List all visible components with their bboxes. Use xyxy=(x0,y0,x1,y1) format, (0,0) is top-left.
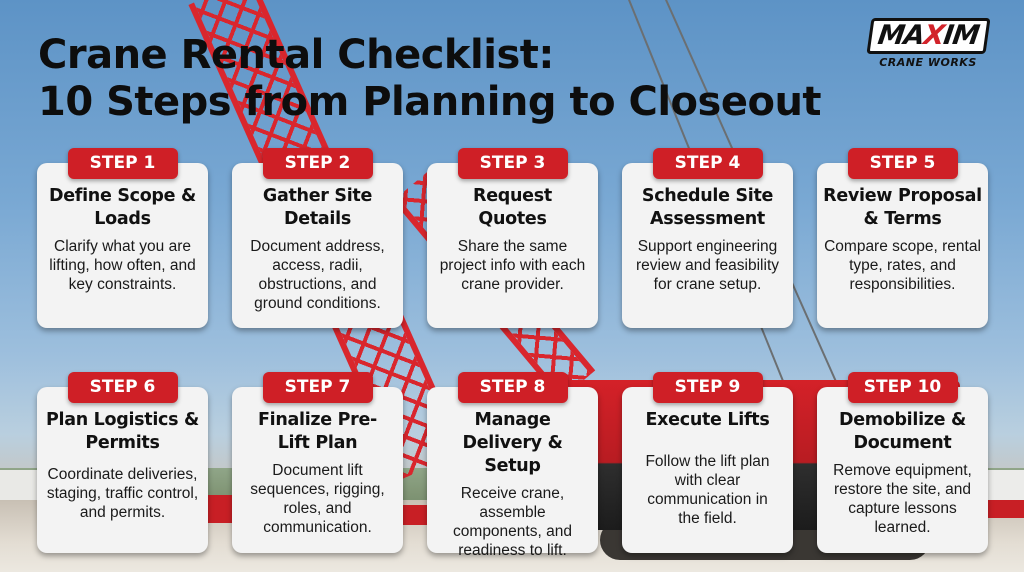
red-barrier xyxy=(403,505,427,525)
step-card-1: STEP 1 Define Scope & Loads Clarify what… xyxy=(37,148,208,328)
step-title: Demobilize & Document xyxy=(839,410,966,453)
step-card-5: STEP 5 Review Proposal & Terms Compare s… xyxy=(817,148,988,328)
maxim-logo: MAXIM CRANE WORKS xyxy=(852,18,1004,70)
step-description: Clarify what you are lifting, how often,… xyxy=(49,238,196,293)
red-barrier xyxy=(988,500,1024,518)
step-badge: STEP 5 xyxy=(847,148,958,179)
step-title: Review Proposal & Terms xyxy=(823,186,982,229)
step-description: Share the same project info with each cr… xyxy=(439,238,586,293)
step-badge: STEP 3 xyxy=(457,148,568,179)
step-title: Gather Site Details xyxy=(262,186,373,229)
step-badge: STEP 4 xyxy=(652,148,763,179)
step-description: Support engineering review and feasibili… xyxy=(635,238,779,293)
step-card-3: STEP 3 Request Quotes Share the same pro… xyxy=(427,148,598,328)
building-left xyxy=(0,470,40,500)
step-card-9: STEP 9 Execute Lifts Follow the lift pla… xyxy=(622,372,793,553)
step-badge: STEP 9 xyxy=(652,372,763,403)
step-title: Manage Delivery & Setup xyxy=(462,410,563,476)
step-badge: STEP 1 xyxy=(67,148,178,179)
step-badge: STEP 6 xyxy=(67,372,178,403)
step-card-4: STEP 4 Schedule Site Assessment Support … xyxy=(622,148,793,328)
step-badge: STEP 7 xyxy=(262,372,373,403)
step-badge: STEP 10 xyxy=(847,372,958,403)
step-title: Plan Logistics & Permits xyxy=(45,410,199,453)
step-title: Define Scope & Loads xyxy=(49,186,196,229)
logo-im: IM xyxy=(941,20,981,51)
step-description: Document lift sequences, rigging, roles,… xyxy=(250,462,385,536)
step-card-7: STEP 7 Finalize Pre-Lift Plan Document l… xyxy=(232,372,403,553)
step-description: Follow the lift plan with clear communic… xyxy=(645,453,770,527)
step-description: Document address, access, radii, obstruc… xyxy=(250,238,385,312)
step-description: Receive crane, assemble components, and … xyxy=(453,485,572,559)
page-title: Crane Rental Checklist: 10 Steps from Pl… xyxy=(38,32,822,126)
title-line-1: Crane Rental Checklist: xyxy=(38,32,554,78)
logo-wordmark: MAXIM xyxy=(866,18,990,54)
logo-ma: MA xyxy=(875,20,926,51)
step-title: Schedule Site Assessment xyxy=(641,186,774,229)
logo-subtitle: CRANE WORKS xyxy=(879,56,977,69)
step-card-10: STEP 10 Demobilize & Document Remove equ… xyxy=(817,372,988,553)
step-title: Execute Lifts xyxy=(645,410,770,430)
title-line-2: 10 Steps from Planning to Closeout xyxy=(38,79,822,125)
step-title: Request Quotes xyxy=(473,186,552,229)
step-badge: STEP 8 xyxy=(457,372,568,403)
step-description: Compare scope, rental type, rates, and r… xyxy=(824,238,981,293)
step-badge: STEP 2 xyxy=(262,148,373,179)
step-card-2: STEP 2 Gather Site Details Document addr… xyxy=(232,148,403,328)
step-card-8: STEP 8 Manage Delivery & Setup Receive c… xyxy=(427,372,598,559)
step-title: Finalize Pre-Lift Plan xyxy=(257,410,378,453)
step-card-6: STEP 6 Plan Logistics & Permits Coordina… xyxy=(37,372,208,553)
step-description: Remove equipment, restore the site, and … xyxy=(833,462,972,536)
step-description: Coordinate deliveries, staging, traffic … xyxy=(46,466,199,521)
red-barrier xyxy=(208,495,232,523)
